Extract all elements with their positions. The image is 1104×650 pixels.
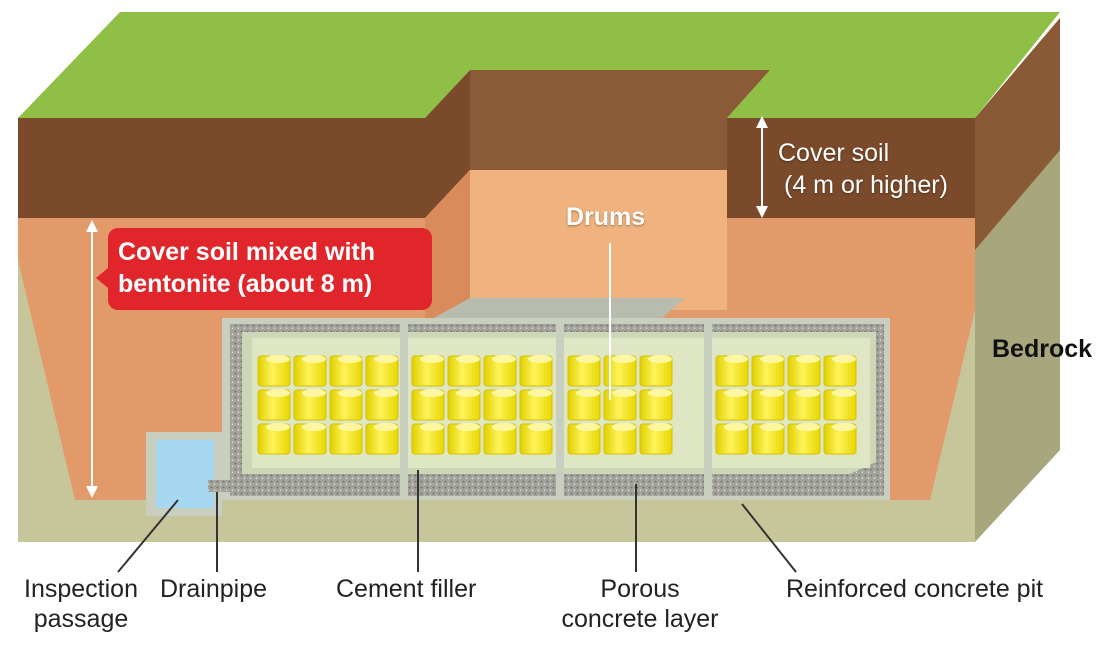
grass-surface xyxy=(18,12,1060,118)
drainpipe xyxy=(208,480,244,492)
drum-lid xyxy=(612,389,636,397)
soil-side-face xyxy=(975,18,1060,250)
drum-lid xyxy=(724,423,748,431)
drum-lid xyxy=(374,423,398,431)
drum-lid xyxy=(420,389,444,397)
drum-lid xyxy=(796,423,820,431)
inspection-passage-label: Inspection passage xyxy=(6,574,156,634)
drum-lid xyxy=(492,389,516,397)
drum-lid xyxy=(832,389,856,397)
topsoil-left xyxy=(18,70,470,218)
trench-back-wall xyxy=(470,70,770,170)
drum-lid xyxy=(760,423,784,431)
drum-lid xyxy=(456,389,480,397)
drum-stacks xyxy=(257,355,857,455)
drum-lid xyxy=(612,423,636,431)
drum-lid xyxy=(648,423,672,431)
bedrock-label: Bedrock xyxy=(992,335,1093,363)
inspection-passage-interior xyxy=(156,440,214,508)
bentonite-height-arrow xyxy=(86,220,98,498)
inspection-label-line2: passage xyxy=(33,605,129,633)
topsoil-right xyxy=(727,118,975,218)
bentonite-callout-text: Cover soil mixed with bentonite (about 8… xyxy=(118,236,375,300)
drum-lid xyxy=(760,389,784,397)
drum-lid xyxy=(528,389,552,397)
cement-filler-label: Cement filler xyxy=(336,575,477,603)
drum-lid xyxy=(420,355,444,363)
leader-lines xyxy=(117,243,797,573)
drum-lid xyxy=(266,389,290,397)
drum-lid xyxy=(612,355,636,363)
drum-lid xyxy=(796,355,820,363)
drum-lid xyxy=(420,423,444,431)
drum-lid xyxy=(832,355,856,363)
drum-lid xyxy=(374,355,398,363)
drum-lid xyxy=(302,389,326,397)
drum-lid xyxy=(648,389,672,397)
drum-lid xyxy=(266,423,290,431)
drum-lid xyxy=(724,355,748,363)
bentonite-label-line2: bentonite (about 8 m) xyxy=(118,270,373,298)
bentonite-fill-back xyxy=(470,170,727,310)
drum-lid xyxy=(374,389,398,397)
drum-lid xyxy=(456,423,480,431)
cover-soil-height-label: (4 m or higher) xyxy=(784,171,948,199)
drums-label: Drums xyxy=(566,203,646,231)
drum-lid xyxy=(492,423,516,431)
cover-soil-height-arrow xyxy=(756,116,768,218)
drum-lid xyxy=(760,355,784,363)
pit-divider-1 xyxy=(400,318,408,500)
drum-lid xyxy=(576,355,600,363)
drum-lid xyxy=(648,355,672,363)
bentonite-trench-side xyxy=(425,170,470,330)
bentonite-callout xyxy=(108,228,432,310)
cover-soil-label: Cover soil xyxy=(778,139,890,167)
drum-lid xyxy=(724,389,748,397)
drum-lid xyxy=(456,355,480,363)
porous-concrete-label: Porous concrete layer xyxy=(548,574,732,634)
inspection-label-line1: Inspection xyxy=(24,575,138,603)
reinforced-pit-label: Reinforced concrete pit xyxy=(786,575,1044,603)
drum-lid xyxy=(528,423,552,431)
drum-lid xyxy=(266,355,290,363)
bentonite-label-line1: Cover soil mixed with xyxy=(118,238,376,266)
drum-lid xyxy=(338,423,362,431)
drum-lid xyxy=(302,423,326,431)
drainpipe-label: Drainpipe xyxy=(160,575,268,603)
pit-divider-2 xyxy=(556,318,564,500)
porous-label-line1: Porous xyxy=(600,575,680,603)
drum-lid xyxy=(338,389,362,397)
drum-lid xyxy=(576,389,600,397)
callout-pointer xyxy=(96,268,108,288)
porous-label-line2: concrete layer xyxy=(561,605,719,633)
drum-lid xyxy=(338,355,362,363)
drum-lid xyxy=(576,423,600,431)
pit-roof-slab xyxy=(430,298,685,320)
drum-lid xyxy=(796,389,820,397)
drum-lid xyxy=(302,355,326,363)
drum-lid xyxy=(832,423,856,431)
pit-divider-3 xyxy=(704,318,712,500)
drum-lid xyxy=(492,355,516,363)
drum-lid xyxy=(528,355,552,363)
